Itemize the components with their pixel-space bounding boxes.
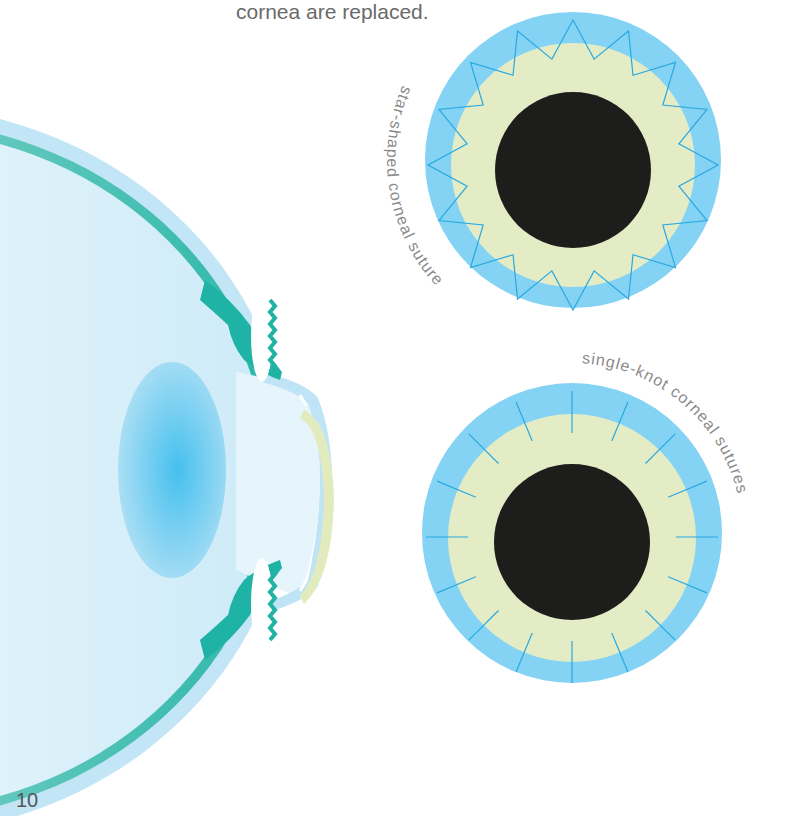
suture-stitch <box>646 434 676 464</box>
cornea-front-view <box>422 383 722 683</box>
cornea-front-view <box>425 12 721 310</box>
suture-label: star-shaped corneal suture <box>384 84 447 289</box>
suture-stitch <box>571 391 572 433</box>
body-text: cornea are replaced. <box>236 0 429 24</box>
suture-stitch <box>646 611 676 641</box>
eye-globe <box>0 105 320 816</box>
suture-stitch <box>469 611 499 641</box>
suture-stitch <box>437 481 476 497</box>
choroid <box>0 120 276 816</box>
suture-stitch <box>668 481 707 497</box>
suture-label: single-knot corneal sutures <box>582 349 752 495</box>
suture-stitch <box>668 577 707 593</box>
suture-stitch <box>516 633 532 672</box>
lens <box>118 362 226 578</box>
graft-edge <box>300 395 306 405</box>
suture-stitch <box>426 536 468 537</box>
suture-stitch <box>612 633 628 672</box>
suture-label: star-shaped corneal suture <box>384 84 447 289</box>
corneal-graft <box>300 410 334 604</box>
page-number: 10 <box>16 788 38 812</box>
ciliary-zonule <box>251 290 275 650</box>
suture-stitch <box>612 402 628 441</box>
suture-stitch <box>676 536 718 537</box>
suture-stitch <box>571 641 572 683</box>
suture-stitch <box>437 577 476 593</box>
suture-stitch <box>516 402 532 441</box>
single-knot-sutures <box>426 391 718 683</box>
vitreous-body <box>0 129 266 811</box>
star-suture <box>428 20 718 310</box>
suture-label: single-knot corneal sutures <box>582 349 752 495</box>
suture-stitch <box>469 434 499 464</box>
